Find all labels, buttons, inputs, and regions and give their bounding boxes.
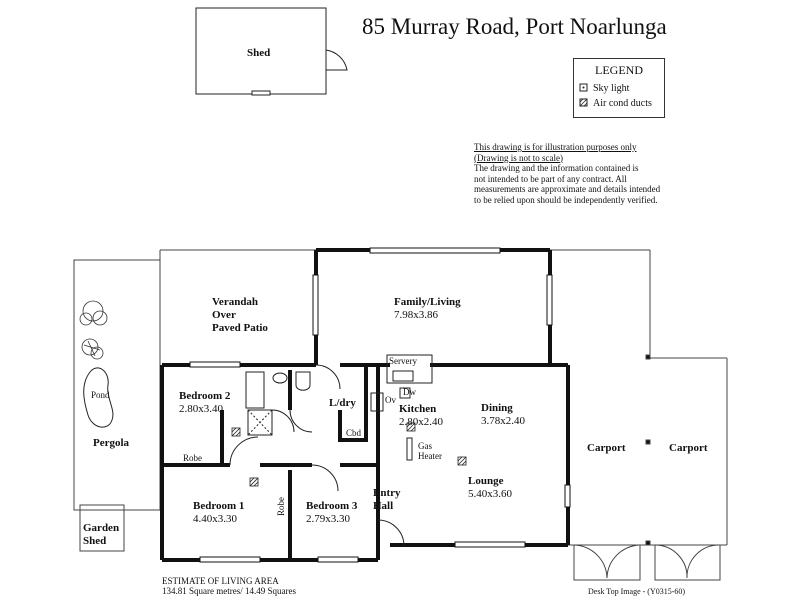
room-name: Lounge xyxy=(468,475,504,487)
disclaimer-line: The drawing and the information containe… xyxy=(474,163,639,174)
dishwasher-label: Dw xyxy=(403,387,416,397)
entry-line: Entry xyxy=(373,487,401,499)
legend-item-aircon: Air cond ducts xyxy=(593,98,652,109)
disclaimer-note: This drawing is for illustration purpose… xyxy=(474,142,689,206)
room-name: Kitchen xyxy=(399,403,437,415)
entry-line: Hall xyxy=(373,499,394,512)
robe-label-1: Robe xyxy=(183,453,202,463)
cupboard-label: Cbd xyxy=(346,428,362,438)
verandah-line: Paved Patio xyxy=(212,322,268,334)
windows xyxy=(189,247,571,563)
shed-outline xyxy=(195,7,348,96)
image-credit: Desk Top Image - (Y0315-60) xyxy=(588,587,686,596)
kitchen-fixtures xyxy=(370,354,433,461)
legend-heading: LEGEND xyxy=(595,63,643,77)
room-size: 3.78x2.40 xyxy=(481,414,525,427)
aircon-duct-icon xyxy=(579,98,588,107)
gas-heater-line: Gas xyxy=(418,441,432,451)
carport-label-1: Carport xyxy=(587,442,626,454)
family-living-label: Family/Living 7.98x3.86 xyxy=(394,296,461,321)
verandah-label: Verandah Over Paved Patio xyxy=(212,296,268,335)
room-name: Bedroom 1 xyxy=(193,500,245,512)
room-name: Bedroom 3 xyxy=(306,500,358,512)
entry-hall-label: Entry Hall xyxy=(373,487,401,512)
garden-shed-label: Garden Shed xyxy=(83,522,119,547)
room-name: Dining xyxy=(481,402,513,414)
disclaimer-line: to be relied upon should be independentl… xyxy=(474,194,658,205)
servery-label: Servery xyxy=(389,356,417,366)
disclaimer-line: measurements are approximate and details… xyxy=(474,184,661,195)
room-size: 2.80x3.40 xyxy=(179,402,223,415)
room-size: 2.80x2.40 xyxy=(399,415,443,428)
room-size: 5.40x3.60 xyxy=(468,487,512,500)
bathroom-fixtures xyxy=(245,371,311,436)
pergola-label: Pergola xyxy=(93,437,130,449)
garden-shed-line: Garden xyxy=(83,522,120,534)
disclaimer-line: This drawing is for illustration purpose… xyxy=(474,142,637,152)
laundry-label: L/dry xyxy=(329,397,356,409)
legend-box: LEGEND Sky light Air cond ducts xyxy=(573,58,665,118)
bedroom-1-label: Bedroom 1 4.40x3.30 xyxy=(193,500,244,525)
kitchen-label: Kitchen 2.80x2.40 xyxy=(399,403,443,428)
room-size: 2.79x3.30 xyxy=(306,512,350,525)
room-size: 7.98x3.86 xyxy=(394,308,438,321)
pond-icon xyxy=(83,367,114,428)
living-area-estimate: ESTIMATE OF LIVING AREA 134.81 Square me… xyxy=(162,576,296,596)
robe-label-2: Robe xyxy=(276,497,286,516)
lounge-label: Lounge 5.40x3.60 xyxy=(468,475,512,500)
living-area-heading: ESTIMATE OF LIVING AREA xyxy=(162,576,279,586)
room-name: Family/Living xyxy=(394,296,461,308)
disclaimer-line: not intended to be part of any contract.… xyxy=(474,173,627,184)
garden-shed-line: Shed xyxy=(83,534,107,547)
oven-label: Ov xyxy=(385,395,396,405)
dining-label: Dining 3.78x2.40 xyxy=(481,402,525,427)
gas-heater-label: Gas Heater xyxy=(418,441,442,461)
living-area-value: 134.81 Square metres/ 14.49 Squares xyxy=(162,586,296,596)
carport-label-2: Carport xyxy=(669,442,708,454)
legend-item-skylight: Sky light xyxy=(593,83,630,94)
gas-heater-line: Heater xyxy=(418,451,442,461)
verandah-line: Verandah xyxy=(212,296,259,308)
room-size: 4.40x3.30 xyxy=(193,512,237,525)
skylight-icon xyxy=(579,83,588,92)
bedroom-2-label: Bedroom 2 2.80x3.40 xyxy=(179,390,230,415)
disclaimer-line: (Drawing is not to scale) xyxy=(474,152,563,163)
verandah-line: Over xyxy=(212,309,236,321)
bedroom-3-label: Bedroom 3 2.79x3.30 xyxy=(306,500,357,525)
aircon-duct-marks xyxy=(231,422,467,487)
pond-label: Pond xyxy=(91,390,110,400)
page-title: 85 Murray Road, Port Noarlunga xyxy=(362,14,667,39)
plant-icon xyxy=(79,300,108,360)
doors xyxy=(229,364,405,547)
room-name: Bedroom 2 xyxy=(179,390,231,402)
shed-label: Shed xyxy=(247,47,271,59)
